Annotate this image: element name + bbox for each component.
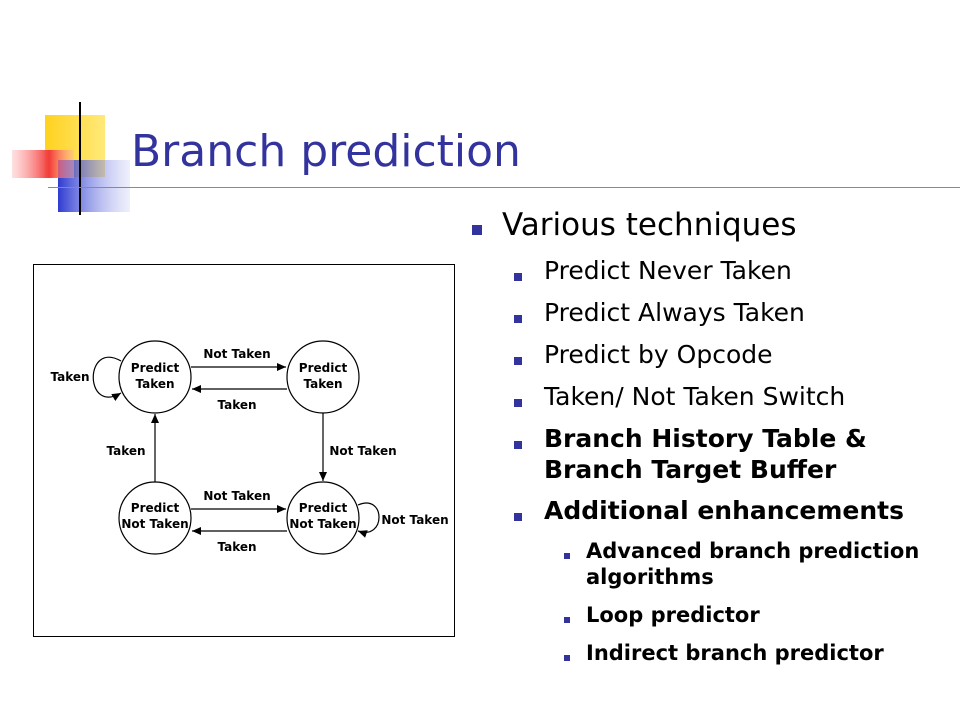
sub-bullet-item: Advanced branch prediction algorithms xyxy=(468,538,948,590)
bullet-item: Predict by Opcode xyxy=(468,339,948,371)
transition-label: Taken xyxy=(217,540,256,554)
state-label: Predict xyxy=(131,361,180,375)
state-label: Not Taken xyxy=(289,517,356,531)
slide-title: Branch prediction xyxy=(131,126,521,177)
arrow-self-left xyxy=(92,356,122,402)
state-label: Taken xyxy=(135,377,174,391)
bullet-main: Various techniques xyxy=(468,205,948,245)
bullet-item: Taken/ Not Taken Switch xyxy=(468,381,948,413)
state-predict-taken xyxy=(118,340,192,414)
transition-label: Not Taken xyxy=(203,489,270,503)
transition-label: Taken xyxy=(106,444,145,458)
state-label: Predict xyxy=(299,501,348,515)
sub-bullet-item: Indirect branch predictor xyxy=(468,640,948,666)
sub-bullet-item: Loop predictor xyxy=(468,602,948,628)
decorative-logo xyxy=(12,102,130,215)
transition-label: Taken xyxy=(217,398,256,412)
transition-label: Not Taken xyxy=(203,347,270,361)
transition-label: Not Taken xyxy=(381,513,448,527)
bullet-item: Predict Always Taken xyxy=(468,297,948,329)
arrow-self-right xyxy=(357,502,380,538)
state-diagram-frame: Predict Taken Predict Taken Predict Not … xyxy=(33,264,455,637)
transition-label: Not Taken xyxy=(329,444,396,458)
transition-label: Taken xyxy=(50,370,89,384)
bullet-item: Additional enhancements xyxy=(468,495,948,526)
bullet-list: Various techniques Predict Never Taken P… xyxy=(468,205,948,666)
state-diagram: Predict Taken Predict Taken Predict Not … xyxy=(50,340,449,555)
state-label: Predict xyxy=(131,501,180,515)
title-rule xyxy=(48,187,960,188)
state-label: Predict xyxy=(299,361,348,375)
bullet-item: Predict Never Taken xyxy=(468,255,948,287)
state-label: Not Taken xyxy=(121,517,188,531)
bullet-item: Branch History Table & Branch Target Buf… xyxy=(468,423,948,485)
state-predict-not-taken-2 xyxy=(286,481,360,555)
state-label: Taken xyxy=(303,377,342,391)
